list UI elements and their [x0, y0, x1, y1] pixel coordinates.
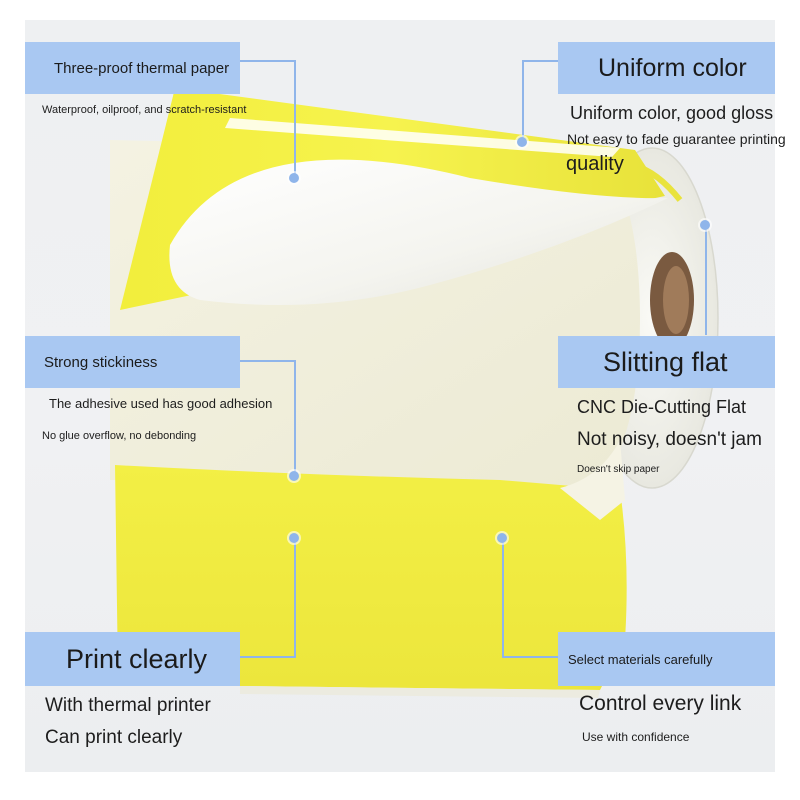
- callout-sticky-line-1: The adhesive used has good adhesion: [49, 396, 273, 411]
- callout-uniform-line-3: quality: [566, 153, 624, 175]
- leader-materials-h: [502, 656, 560, 658]
- pointer-dot-icon: [289, 173, 299, 183]
- callout-print-line-1: With thermal printer: [45, 695, 211, 716]
- leader-uniform-h: [522, 60, 560, 62]
- callout-sticky-title: Strong stickiness: [25, 336, 240, 388]
- callout-thermal-title: Three-proof thermal paper: [25, 42, 240, 94]
- callout-materials-line-2: Use with confidence: [582, 730, 690, 744]
- hanging-yellow-label: [115, 465, 627, 690]
- leader-slitting-v: [705, 225, 707, 335]
- roll-core-inner: [663, 266, 689, 334]
- leader-uniform-v: [522, 60, 524, 142]
- callout-slitting-line-1: CNC Die-Cutting Flat: [577, 397, 747, 417]
- callout-print-title-text: Print clearly: [66, 643, 208, 674]
- callout-print-title: Print clearly: [25, 632, 240, 686]
- pointer-dot-icon: [497, 533, 507, 543]
- callout-sticky-line-2: No glue overflow, no debonding: [42, 430, 197, 442]
- callout-thermal-line-1: Waterproof, oilproof, and scratch-resist…: [42, 104, 247, 116]
- callout-sticky-title-text: Strong stickiness: [44, 353, 158, 371]
- sheet-bottom-backing: [240, 686, 600, 698]
- callout-materials-title: Select materials carefully: [558, 632, 775, 686]
- leader-thermal-v: [294, 60, 296, 178]
- pointer-dot-icon: [289, 533, 299, 543]
- leader-print-h: [240, 656, 295, 658]
- callout-materials-title-text: Select materials carefully: [568, 651, 713, 667]
- leader-sticky-v: [294, 360, 296, 476]
- label-gap: [225, 118, 620, 157]
- pointer-dot-icon: [289, 471, 299, 481]
- callout-uniform-title: Uniform color: [558, 42, 775, 94]
- callout-thermal-title-text: Three-proof thermal paper: [54, 59, 230, 77]
- callout-slitting-title: Slitting flat: [558, 336, 775, 388]
- callout-slitting-title-text: Slitting flat: [603, 346, 728, 377]
- callout-slitting-line-3: Doesn't skip paper: [577, 464, 660, 475]
- leader-print-v: [294, 538, 296, 658]
- callout-uniform-line-1: Uniform color, good gloss: [570, 103, 774, 123]
- pointer-dot-icon: [700, 220, 710, 230]
- leader-materials-v: [502, 538, 504, 658]
- callout-materials-line-1: Control every link: [579, 692, 742, 715]
- callout-uniform-title-text: Uniform color: [598, 53, 747, 82]
- callout-slitting-line-2: Not noisy, doesn't jam: [577, 429, 762, 450]
- pointer-dot-icon: [517, 137, 527, 147]
- leader-sticky-h: [240, 360, 295, 362]
- leader-thermal-h: [240, 60, 295, 62]
- callout-uniform-line-2: Not easy to fade guarantee printing: [567, 131, 786, 147]
- roll-bottom-curve: [560, 440, 625, 520]
- callout-print-line-2: Can print clearly: [45, 727, 183, 748]
- peeled-label: [169, 159, 668, 305]
